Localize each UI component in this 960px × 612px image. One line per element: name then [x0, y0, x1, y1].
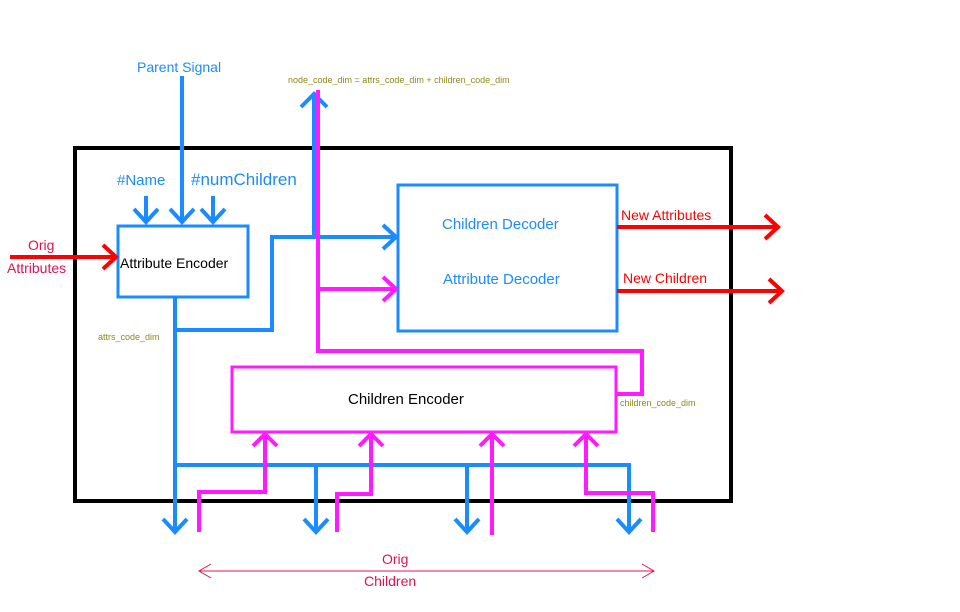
child2-magenta-arrowhead [357, 431, 385, 448]
child3-blue-arrowhead [453, 517, 481, 535]
outer-frame [73, 146, 733, 503]
attrs-code-arrowhead [381, 223, 399, 251]
children-code-loop [316, 90, 644, 396]
new-children-arrowhead [767, 277, 785, 305]
num-children-label: #numChildren [191, 170, 297, 189]
attrs-code-dim-label: attrs_code_dim [98, 332, 160, 342]
attrs-code-line [173, 235, 396, 332]
distribution-line [175, 463, 631, 532]
node-code-dim-label: node_code_dim = attrs_code_dim + childre… [288, 75, 510, 85]
parent-signal-label: Parent Signal [137, 59, 222, 75]
child4-magenta-line [584, 434, 655, 532]
orig-children-label-line1: Orig [382, 551, 409, 567]
children-code-arrowhead [381, 275, 399, 303]
child1-magenta-arrowhead [251, 431, 279, 448]
orig-children-span-left-head [198, 563, 212, 579]
orig-children-label-line2: Children [364, 573, 417, 589]
name-input-arrowhead [132, 207, 160, 225]
orig-attributes-label-line2: Attributes [7, 260, 67, 276]
child2-magenta-line [335, 434, 373, 532]
orig-attributes-arrowhead [101, 243, 119, 271]
child3-magenta-arrowhead [478, 431, 506, 448]
name-label: #Name [117, 172, 166, 189]
child1-magenta-line [197, 434, 267, 532]
orig-children-span-right-head [641, 563, 655, 579]
child4-blue-arrowhead [615, 517, 643, 535]
decoder-box [396, 183, 619, 333]
attribute-encoder-box [116, 224, 250, 299]
parent-signal-arrowhead [168, 207, 196, 225]
attribute-decoder-label: Attribute Decoder [443, 271, 560, 288]
children-encoder-label: Children Encoder [348, 391, 464, 408]
children-decoder-label: Children Decoder [442, 216, 559, 233]
node-code-arrowhead [299, 91, 329, 109]
new-attributes-label: New Attributes [621, 207, 712, 223]
child4-magenta-arrowhead [572, 431, 600, 448]
children-encoder-box [230, 365, 618, 434]
attribute-encoder-label: Attribute Encoder [120, 255, 229, 271]
new-attributes-arrowhead [763, 213, 781, 241]
attrs-down-arrowhead [161, 517, 189, 535]
new-children-label: New Children [623, 270, 708, 286]
orig-attributes-label-line1: Orig [28, 237, 55, 253]
children-code-dim-label: children_code_dim [620, 398, 696, 408]
num-children-input-arrowhead [199, 207, 227, 225]
child2-blue-arrowhead [302, 517, 330, 535]
